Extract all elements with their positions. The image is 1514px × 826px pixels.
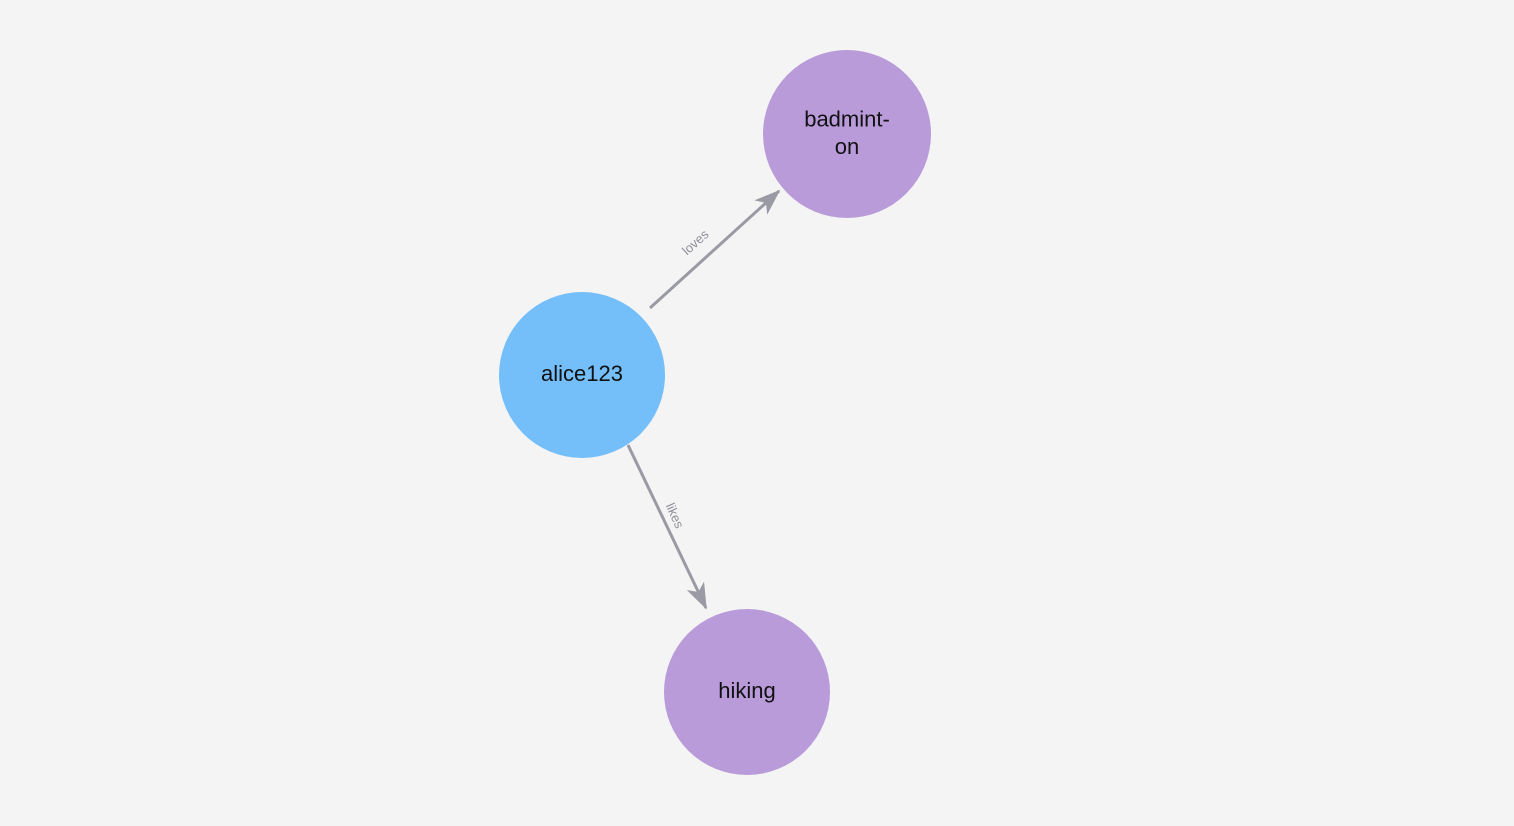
edge-line[interactable] — [648, 189, 781, 310]
node-circle[interactable] — [499, 292, 665, 458]
node-hiking[interactable]: hiking — [664, 609, 830, 775]
node-badminton[interactable]: badmint-on — [763, 50, 931, 218]
edge-loves[interactable]: loves — [648, 189, 781, 310]
node-circle[interactable] — [664, 609, 830, 775]
node-alice123[interactable]: alice123 — [499, 292, 665, 458]
edge-likes[interactable]: likes — [626, 444, 708, 610]
edge-label-loves: loves — [679, 226, 712, 258]
node-circle[interactable] — [763, 50, 931, 218]
nodes-layer: badmint-on hiking alice123 — [499, 50, 931, 775]
edge-line[interactable] — [626, 444, 708, 610]
